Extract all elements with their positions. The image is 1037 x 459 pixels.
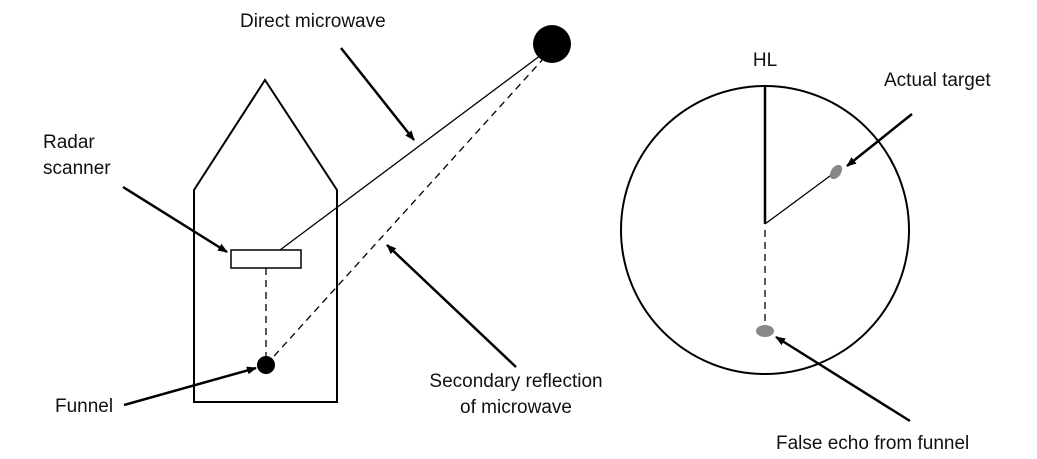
false-echo-blob bbox=[756, 325, 774, 337]
radar-scanner-label-line1: Radar bbox=[43, 132, 95, 153]
direct-microwave-arrow bbox=[340, 47, 415, 141]
secondary-reflection-arrow bbox=[386, 244, 517, 368]
secondary-reflection-line bbox=[265, 57, 545, 366]
false-echo-label: False echo from funnel bbox=[776, 433, 969, 454]
direct-microwave-label: Direct microwave bbox=[240, 11, 386, 32]
actual-target-label: Actual target bbox=[884, 70, 991, 91]
false-echo-arrow bbox=[775, 335, 911, 423]
funnel-label: Funnel bbox=[55, 396, 113, 417]
radar-scanner-label-line2: scanner bbox=[43, 158, 111, 179]
hl-label: HL bbox=[753, 50, 777, 71]
target-bearing-line bbox=[764, 172, 835, 225]
secondary-reflection-label-line2: of microwave bbox=[460, 397, 572, 418]
direct-microwave-line bbox=[279, 54, 542, 251]
radar-scanner-arrow bbox=[122, 185, 228, 254]
secondary-reflection-label-line1: Secondary reflection bbox=[429, 371, 602, 392]
actual-target-arrow bbox=[846, 113, 913, 167]
funnel-arrow bbox=[123, 366, 257, 407]
actual-target-echo bbox=[829, 164, 843, 180]
target-dot bbox=[533, 25, 571, 63]
ship-hull bbox=[193, 78, 338, 403]
radar-scanner-rect bbox=[230, 249, 302, 269]
